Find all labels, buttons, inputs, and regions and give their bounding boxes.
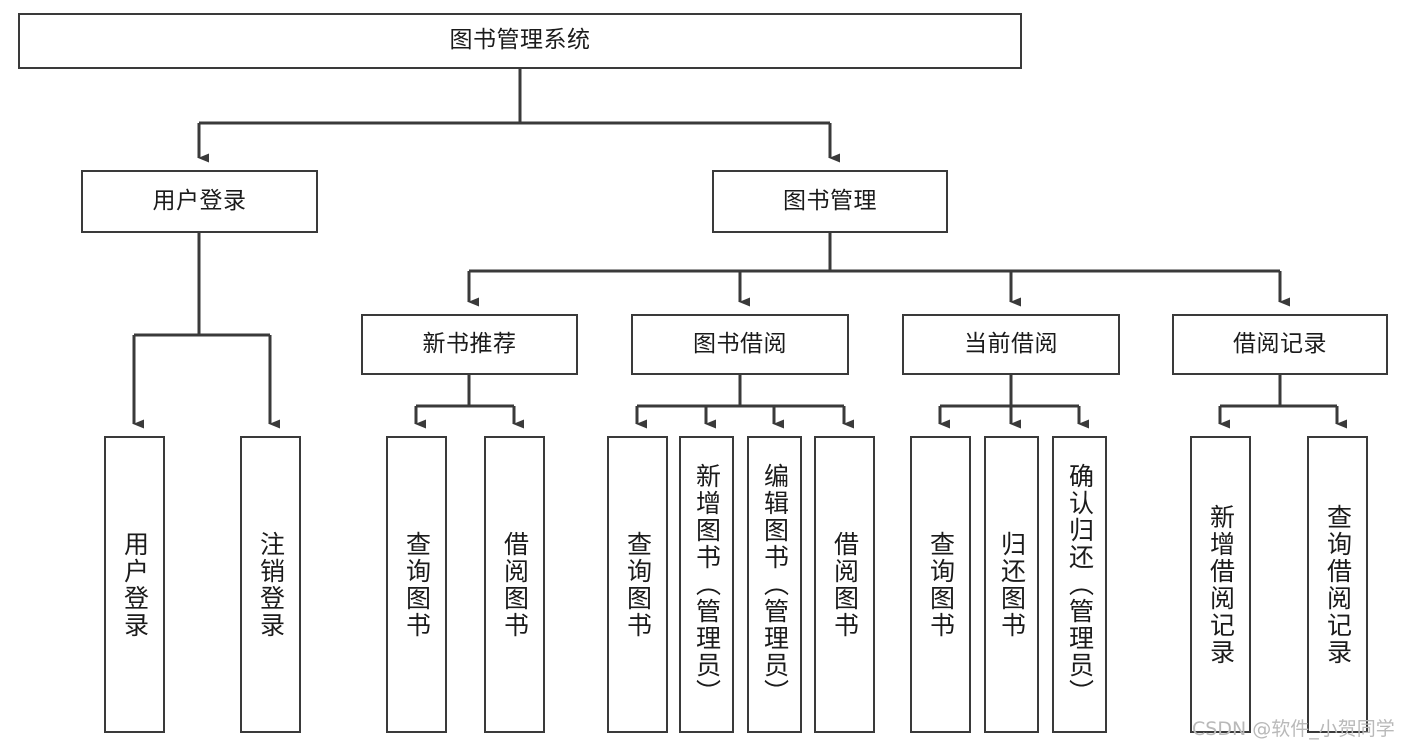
node-borrow-record-label: 借阅记录 xyxy=(1233,330,1327,357)
node-leaf-confirm-return[interactable]: 确认归还（管理员） xyxy=(1052,436,1107,733)
node-leaf-logout[interactable]: 注销登录 xyxy=(240,436,301,733)
node-leaf-edit-book-label: 编辑图书（管理员） xyxy=(760,463,790,706)
node-leaf-logout-label: 注销登录 xyxy=(256,530,286,639)
node-leaf-borrow-book-1[interactable]: 借阅图书 xyxy=(484,436,545,733)
node-new-book-recommend-label: 新书推荐 xyxy=(422,330,517,357)
node-leaf-user-login-label: 用户登录 xyxy=(120,530,150,639)
node-leaf-borrow-book-1-label: 借阅图书 xyxy=(500,530,530,639)
node-borrow-record[interactable]: 借阅记录 xyxy=(1172,314,1388,375)
node-leaf-borrow-book-2-label: 借阅图书 xyxy=(830,530,860,639)
node-book-manage-label: 图书管理 xyxy=(783,187,877,214)
node-leaf-query-book-2[interactable]: 查询图书 xyxy=(607,436,668,733)
node-leaf-return-book[interactable]: 归还图书 xyxy=(984,436,1039,733)
node-leaf-user-login[interactable]: 用户登录 xyxy=(104,436,165,733)
node-book-manage[interactable]: 图书管理 xyxy=(712,170,948,233)
node-book-borrow[interactable]: 图书借阅 xyxy=(631,314,849,375)
node-leaf-query-record-label: 查询借阅记录 xyxy=(1323,503,1353,666)
node-leaf-query-record[interactable]: 查询借阅记录 xyxy=(1307,436,1368,733)
node-leaf-query-book-1-label: 查询图书 xyxy=(402,530,432,639)
node-leaf-add-record-label: 新增借阅记录 xyxy=(1206,503,1236,666)
node-leaf-edit-book[interactable]: 编辑图书（管理员） xyxy=(747,436,802,733)
node-leaf-query-book-2-label: 查询图书 xyxy=(623,530,653,639)
csdn-watermark: CSDN @软件_小贺同学 xyxy=(1192,718,1395,740)
node-current-borrow[interactable]: 当前借阅 xyxy=(902,314,1120,375)
node-root[interactable]: 图书管理系统 xyxy=(18,13,1022,69)
node-leaf-return-book-label: 归还图书 xyxy=(997,530,1027,639)
node-book-borrow-label: 图书借阅 xyxy=(693,330,787,357)
node-current-borrow-label: 当前借阅 xyxy=(964,330,1058,357)
node-new-book-recommend[interactable]: 新书推荐 xyxy=(361,314,578,375)
node-leaf-query-book-3[interactable]: 查询图书 xyxy=(910,436,971,733)
node-leaf-borrow-book-2[interactable]: 借阅图书 xyxy=(814,436,875,733)
node-leaf-confirm-return-label: 确认归还（管理员） xyxy=(1065,463,1095,706)
node-root-label: 图书管理系统 xyxy=(449,27,591,54)
node-leaf-query-book-3-label: 查询图书 xyxy=(926,530,956,639)
node-user-login[interactable]: 用户登录 xyxy=(81,170,318,233)
node-leaf-add-book-label: 新增图书（管理员） xyxy=(692,463,722,706)
node-leaf-add-record[interactable]: 新增借阅记录 xyxy=(1190,436,1251,733)
node-user-login-label: 用户登录 xyxy=(152,187,247,214)
node-leaf-add-book[interactable]: 新增图书（管理员） xyxy=(679,436,734,733)
node-leaf-query-book-1[interactable]: 查询图书 xyxy=(386,436,447,733)
